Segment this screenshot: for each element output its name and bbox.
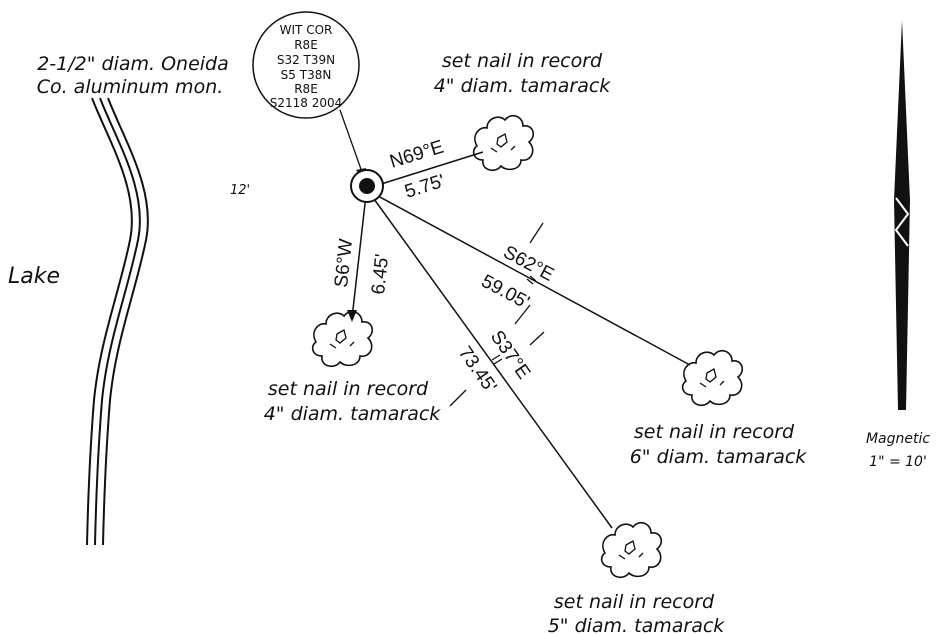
corner-text-line5: R8E: [294, 82, 318, 96]
corner-text-line2: R8E: [294, 38, 318, 52]
scale-label: 1" = 10': [869, 454, 927, 470]
tree-note-sw-line2: 4" diam. tamarack: [264, 403, 442, 425]
corner-monument-point: [350, 169, 384, 203]
tree-symbol: [681, 349, 744, 407]
tree-note-se-line2: 6" diam. tamarack: [630, 446, 808, 468]
corner-text-line6: S2118 2004: [270, 96, 343, 110]
tree-note-ne-line1: set nail in record: [442, 50, 603, 72]
tie-line-s37e: [373, 198, 613, 529]
tie-lines: [347, 151, 691, 529]
corner-text-line1: WIT COR: [280, 23, 333, 37]
tree-note-se-line1: set nail in record: [634, 421, 795, 443]
corner-description-circle: WIT COR R8E S32 T39N S5 T38N R8E S2118 2…: [252, 11, 360, 119]
tree-symbol: [600, 521, 663, 579]
shoreline: [86, 97, 149, 546]
corner-text-line4: S5 T38N: [281, 68, 332, 82]
tie-line-s6w: [351, 194, 367, 319]
tree-note-sw-line1: set nail in record: [268, 378, 429, 400]
tie-line-s62e: [377, 195, 691, 366]
tree-note-ne-line2: 4" diam. tamarack: [434, 75, 612, 97]
distance-6-45: 6.45': [368, 253, 393, 296]
lake-label: Lake: [8, 264, 60, 289]
line-break-ticks: [449, 222, 545, 407]
bearing-n69e: N69°E: [387, 137, 446, 173]
tie-line-n69e: [377, 151, 484, 186]
north-arrow-label: Magnetic: [866, 431, 930, 447]
north-arrow-icon: [894, 20, 910, 410]
tree-symbol: [472, 114, 535, 172]
bearing-s62e: S62°E: [500, 242, 558, 286]
tree-note-s-line2: 5" diam. tamarack: [548, 615, 726, 635]
tree-symbol: [311, 310, 374, 368]
tree-note-s-line1: set nail in record: [554, 591, 715, 613]
bearing-s6w: S6°W: [331, 238, 357, 289]
corner-text-line3: S32 T39N: [277, 53, 335, 67]
distance-59-05: 59.05': [478, 271, 533, 314]
monument-label-line1: 2-1/2" diam. Oneida: [37, 53, 229, 75]
distance-73-45: 73.45': [454, 343, 501, 397]
offset-label: 12': [230, 183, 250, 198]
monument-label-line2: Co. aluminum mon.: [37, 76, 224, 98]
